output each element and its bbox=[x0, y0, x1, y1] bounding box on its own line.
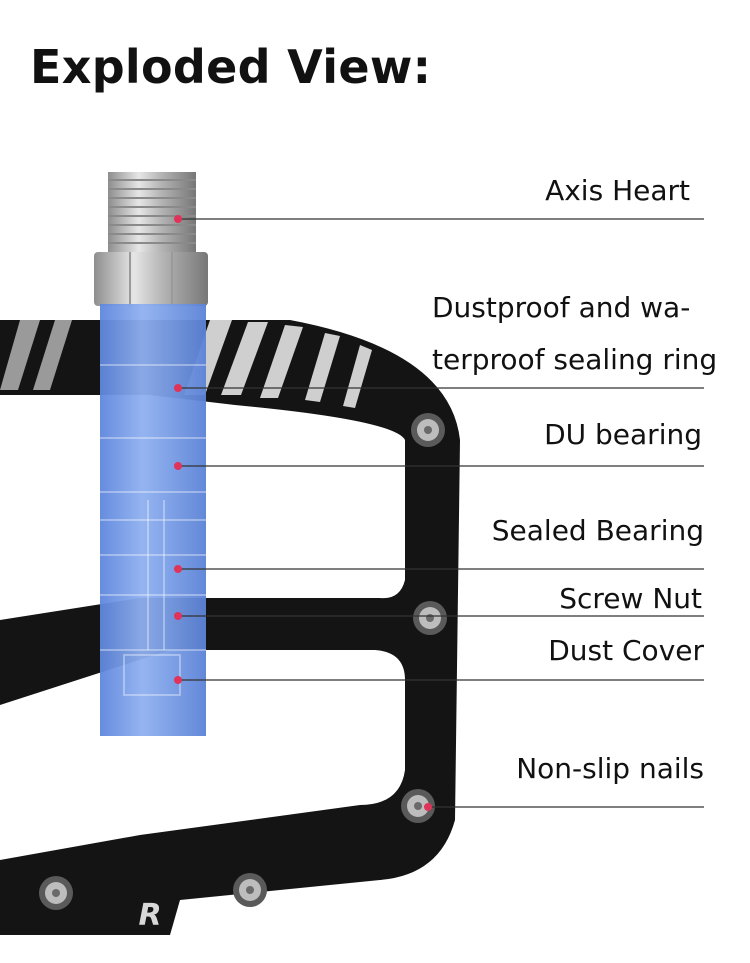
marker-dots bbox=[174, 215, 432, 811]
callout-sealed-bearing: Sealed Bearing bbox=[491, 514, 704, 547]
pedal-body: R bbox=[0, 320, 460, 935]
dot-marker bbox=[174, 215, 182, 223]
leader-lines bbox=[178, 218, 704, 808]
dot-marker bbox=[174, 462, 182, 470]
callout-axis-heart: Axis Heart bbox=[545, 174, 690, 207]
pedal-pin-icon bbox=[39, 876, 73, 910]
callout-sealing-ring-line-1: Dustproof and wa- bbox=[432, 291, 691, 324]
pedal-pin-icon bbox=[233, 873, 267, 907]
pedal-pin-icon bbox=[413, 601, 447, 635]
callout-screw-nut: Screw Nut bbox=[559, 582, 702, 615]
callout-du-bearing: DU bearing bbox=[544, 418, 702, 451]
callout-dust-cover: Dust Cover bbox=[548, 634, 704, 667]
brand-logo: R bbox=[138, 898, 161, 933]
pedal-pins bbox=[39, 413, 447, 910]
spindle-thread bbox=[108, 172, 196, 254]
dot-marker bbox=[174, 565, 182, 573]
dot-marker bbox=[424, 803, 432, 811]
hex-bolt-icon bbox=[94, 252, 208, 306]
pedal-pin-icon bbox=[401, 789, 435, 823]
dot-marker bbox=[174, 612, 182, 620]
callout-sealing-ring-line-2: terproof sealing ring bbox=[432, 343, 718, 376]
dot-marker bbox=[174, 384, 182, 392]
pedal-stripes bbox=[0, 320, 372, 408]
callout-sealing-ring: Dustproof and wa- terproof sealing ring bbox=[432, 282, 717, 386]
pedal-pin-icon bbox=[411, 413, 445, 447]
axle-overlay bbox=[100, 304, 206, 736]
callout-non-slip-nails: Non-slip nails bbox=[516, 752, 704, 785]
page-title: Exploded View: bbox=[30, 40, 432, 94]
dot-marker bbox=[174, 676, 182, 684]
